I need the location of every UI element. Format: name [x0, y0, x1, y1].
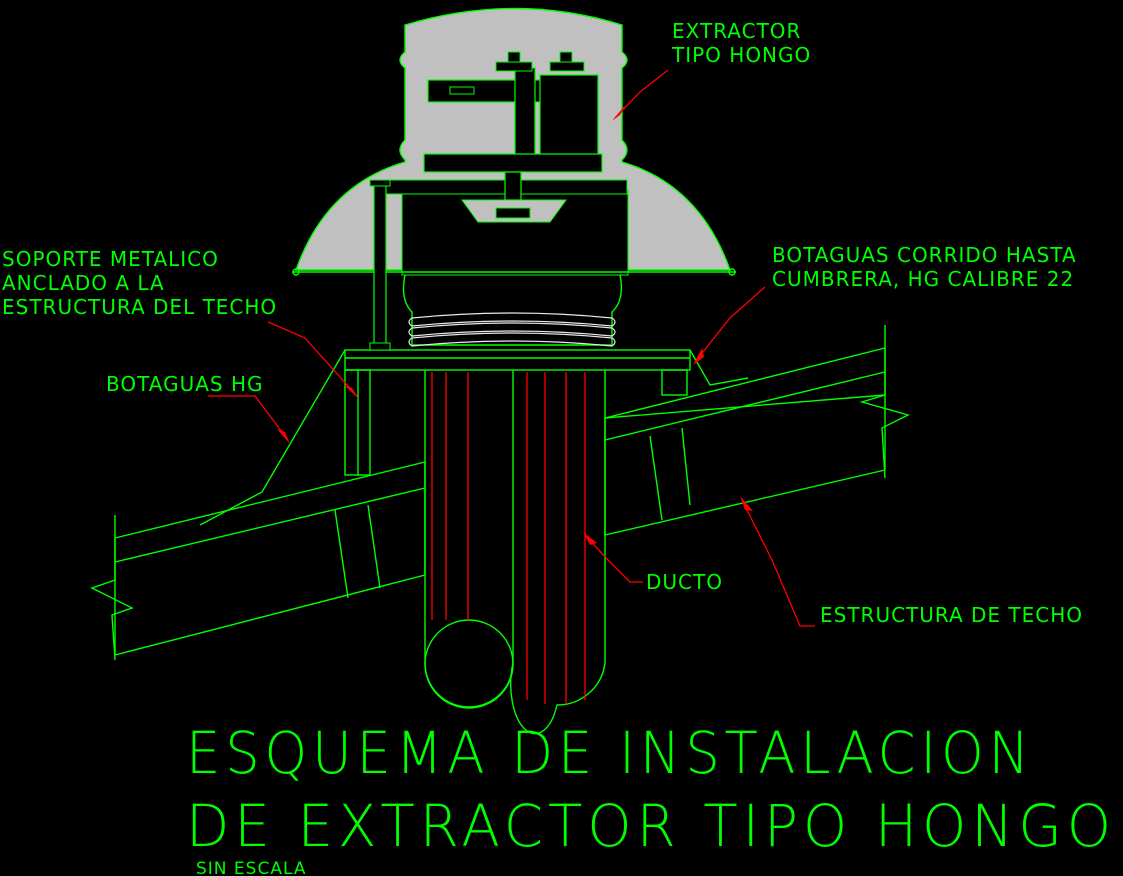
label-extractor-line2: TIPO HONGO [671, 43, 811, 67]
label-extractor-line1: EXTRACTOR [672, 19, 801, 43]
bellows [402, 274, 623, 347]
shaft [514, 67, 536, 157]
support-base [369, 342, 391, 351]
curb-frame [344, 349, 691, 371]
label-botaguas-corrido-line2: CUMBRERA, HG CALIBRE 22 [772, 267, 1074, 291]
leader-soporte [267, 321, 359, 399]
bellows-outline [402, 274, 623, 346]
label-soporte-line3: ESTRUCTURA DEL TECHO [2, 295, 277, 319]
motor-block [539, 74, 599, 158]
extractor-hood [292, 7, 736, 276]
hood-lip-end [728, 268, 736, 276]
base-plate [423, 153, 603, 173]
joist-line [681, 427, 691, 506]
joist-line [334, 509, 349, 599]
roof-structure [90, 325, 910, 661]
flashing [199, 349, 749, 526]
title-line2: DE EXTRACTOR TIPO HONGO [186, 792, 1116, 860]
joist-line [649, 435, 663, 521]
label-soporte-line2: ANCLADO A LA [2, 271, 165, 295]
bolt-nut [549, 61, 585, 72]
leader-ducto [583, 532, 643, 583]
title-scale: SIN ESCALA [196, 859, 306, 876]
bellows-ring [408, 312, 616, 327]
flashing-left [199, 349, 346, 526]
support-rod [373, 184, 387, 346]
leader-extractor [612, 69, 669, 121]
label-soporte: SOPORTE METALICO ANCLADO A LA ESTRUCTURA… [2, 247, 277, 319]
label-estructura-techo: ESTRUCTURA DE TECHO [820, 603, 1083, 627]
duct-body-right [510, 370, 606, 735]
bolt-head [559, 51, 573, 63]
leaders [208, 69, 815, 627]
curb-post-right [661, 369, 688, 396]
leader-botaguas-hg [208, 395, 290, 444]
hood-inner-top [374, 179, 628, 195]
roof-beam-left [114, 461, 426, 656]
hood-lip-end [292, 268, 300, 276]
joist-line [367, 504, 381, 589]
label-soporte-line1: SOPORTE METALICO [2, 247, 219, 271]
duct-body [424, 370, 514, 708]
leader-estructura [740, 496, 815, 627]
bolt-head [507, 51, 521, 63]
lower-nut [495, 207, 531, 219]
bolt-nut [495, 61, 533, 72]
label-botaguas-corrido: BOTAGUAS CORRIDO HASTA CUMBRERA, HG CALI… [772, 243, 1084, 291]
leader-botaguas-corrido [693, 286, 766, 365]
metal-support [369, 179, 391, 351]
support-cap [369, 179, 391, 187]
bellows-ring [408, 332, 616, 347]
label-botaguas-hg: BOTAGUAS HG [106, 372, 264, 396]
bearing-slot [449, 86, 475, 95]
roof-sheet-right-top2 [604, 394, 886, 419]
lower-shaft [504, 171, 522, 201]
label-botaguas-corrido-line1: BOTAGUAS CORRIDO HASTA [772, 243, 1077, 267]
break-mark-right [859, 325, 910, 479]
duct [424, 370, 606, 735]
break-mark-left [90, 515, 134, 661]
label-extractor: EXTRACTOR TIPO HONGO [671, 19, 811, 67]
title-line1: ESQUEMA DE INSTALACION [186, 719, 1034, 787]
bellows-ring [408, 322, 616, 337]
roof-sheet-left-top [114, 487, 426, 563]
duct-opening [424, 619, 514, 709]
label-ducto: DUCTO [646, 570, 723, 594]
